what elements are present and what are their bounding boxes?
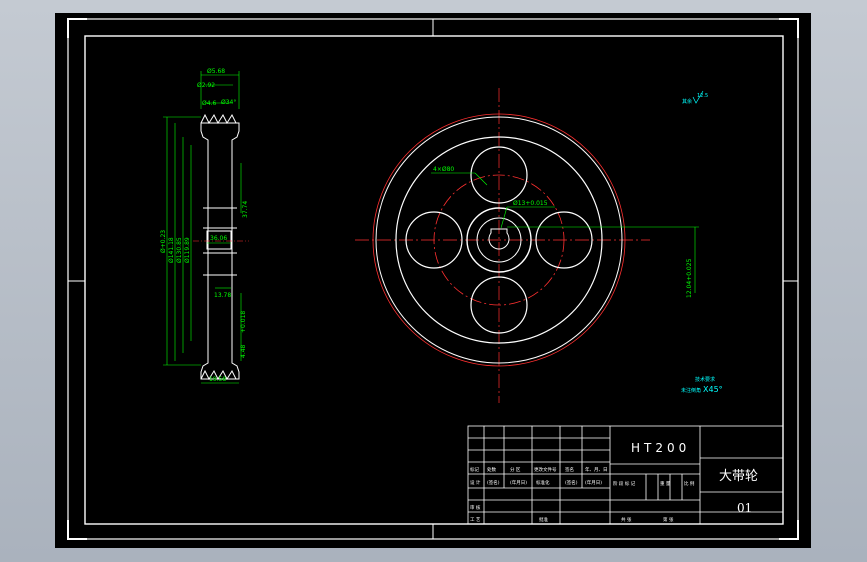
tb-weight: 重 量 — [660, 480, 671, 487]
dim-bottom: 19.58 — [209, 376, 226, 383]
tech-value: X45° — [703, 385, 723, 394]
lightening-hole-left — [405, 211, 463, 269]
groove-profile-top — [200, 113, 239, 125]
dim-top-2: Ø2.92 — [197, 82, 215, 89]
tb-scale: 比 例 — [684, 480, 695, 487]
tb-rev-4: 更改文件号 — [534, 466, 557, 473]
front-view[interactable]: 4×Ø80 Ø13+0.015 12.04+0.025 — [355, 88, 699, 403]
material-label: HT200 — [631, 441, 690, 455]
tech-title: 技术要求 — [695, 376, 715, 383]
inner-border — [84, 35, 784, 525]
dim-top-3: Ø4.6 — [202, 100, 216, 107]
title-block[interactable] — [467, 425, 784, 525]
tb-process: 工 艺 — [470, 517, 481, 523]
corner-mark — [67, 520, 87, 540]
dim-bolt-holes: 4×Ø80 — [433, 166, 454, 173]
tb-design-6: (年月日) — [585, 479, 602, 486]
dim-left-1: Ø130.85 — [176, 237, 183, 263]
roughness-value: 12.5 — [697, 93, 708, 99]
tb-rev-6: 年、月、日 — [585, 466, 608, 473]
dim-inner-2: 36.06 — [210, 235, 227, 242]
front-dimension-lines — [431, 172, 699, 293]
roughness-symbol — [692, 90, 704, 104]
tb-rev-2: 处数 — [487, 466, 496, 473]
dim-top-angle: Ø34° — [221, 99, 236, 106]
roughness-label: 其余 — [682, 98, 692, 105]
dim-inner-5: 4.48 — [240, 344, 247, 358]
tb-design-4: 标准化 — [536, 479, 550, 486]
pulley-section-outline — [200, 122, 240, 380]
tb-rev-5: 签名 — [565, 466, 574, 473]
cad-viewport[interactable]: Ø5.68 Ø2.92 Ø4.6 Ø34° Ø+0.23 Ø141.18 Ø13… — [55, 13, 811, 548]
tb-sheet-no: 第 张 — [663, 516, 674, 523]
dim-bore: Ø13+0.015 — [513, 200, 548, 207]
tb-approve: 批准 — [539, 516, 548, 523]
title-block-frame — [467, 425, 784, 525]
cad-drawing[interactable]: Ø5.68 Ø2.92 Ø4.6 Ø34° Ø+0.23 Ø141.18 Ø13… — [55, 13, 811, 548]
dim-inner-4: +0.018 — [240, 311, 247, 333]
tb-rev-3: 分 区 — [510, 466, 521, 473]
tb-rev-1: 标记 — [470, 466, 479, 473]
tb-design-2: (签名) — [487, 479, 500, 486]
section-dimension-lines — [163, 71, 242, 384]
outer-rim-circle — [372, 113, 626, 367]
dim-inner-3: 13.78 — [214, 292, 231, 299]
dim-keyway: 12.04+0.025 — [686, 258, 693, 298]
dim-inner-1: 37.74 — [242, 201, 249, 218]
technical-notes: 技术要求 未注倒角 X45° — [681, 376, 723, 394]
hub-circle — [466, 207, 532, 273]
groove-profile-bottom — [200, 369, 239, 381]
bolt-circle — [433, 174, 565, 306]
corner-mark — [67, 18, 87, 38]
outer-circle — [375, 116, 623, 364]
tb-design-5: (签名) — [565, 479, 578, 486]
corner-mark — [779, 18, 799, 38]
hub-inner-circle — [476, 217, 522, 263]
roughness-note: 其余 12.5 — [682, 90, 708, 105]
lightening-hole-right — [535, 211, 593, 269]
tb-stage: 阶 段 标 记 — [613, 480, 636, 487]
tb-design-1: 设 计 — [470, 479, 481, 486]
tb-sheets-total: 共 张 — [621, 516, 632, 523]
corner-mark — [779, 520, 799, 540]
lightening-hole-bottom — [470, 276, 528, 334]
part-name: 大带轮 — [719, 469, 758, 484]
bore-section — [206, 230, 232, 250]
dim-left-3: Ø+0.23 — [160, 230, 167, 253]
dim-top-1: Ø5.68 — [207, 68, 225, 75]
tb-design-3: (年月日) — [510, 479, 527, 486]
lightening-hole-top — [470, 146, 528, 204]
inner-rim-circle — [395, 136, 603, 344]
tb-review: 审 核 — [470, 504, 481, 511]
dim-left-2: Ø141.18 — [168, 237, 175, 263]
dim-left-4: Ø119.89 — [184, 237, 191, 263]
section-view[interactable]: Ø5.68 Ø2.92 Ø4.6 Ø34° Ø+0.23 Ø141.18 Ø13… — [160, 68, 249, 384]
tech-line: 未注倒角 — [681, 387, 701, 394]
bore-keyway — [488, 228, 510, 250]
drawing-number: 01 — [737, 501, 752, 515]
